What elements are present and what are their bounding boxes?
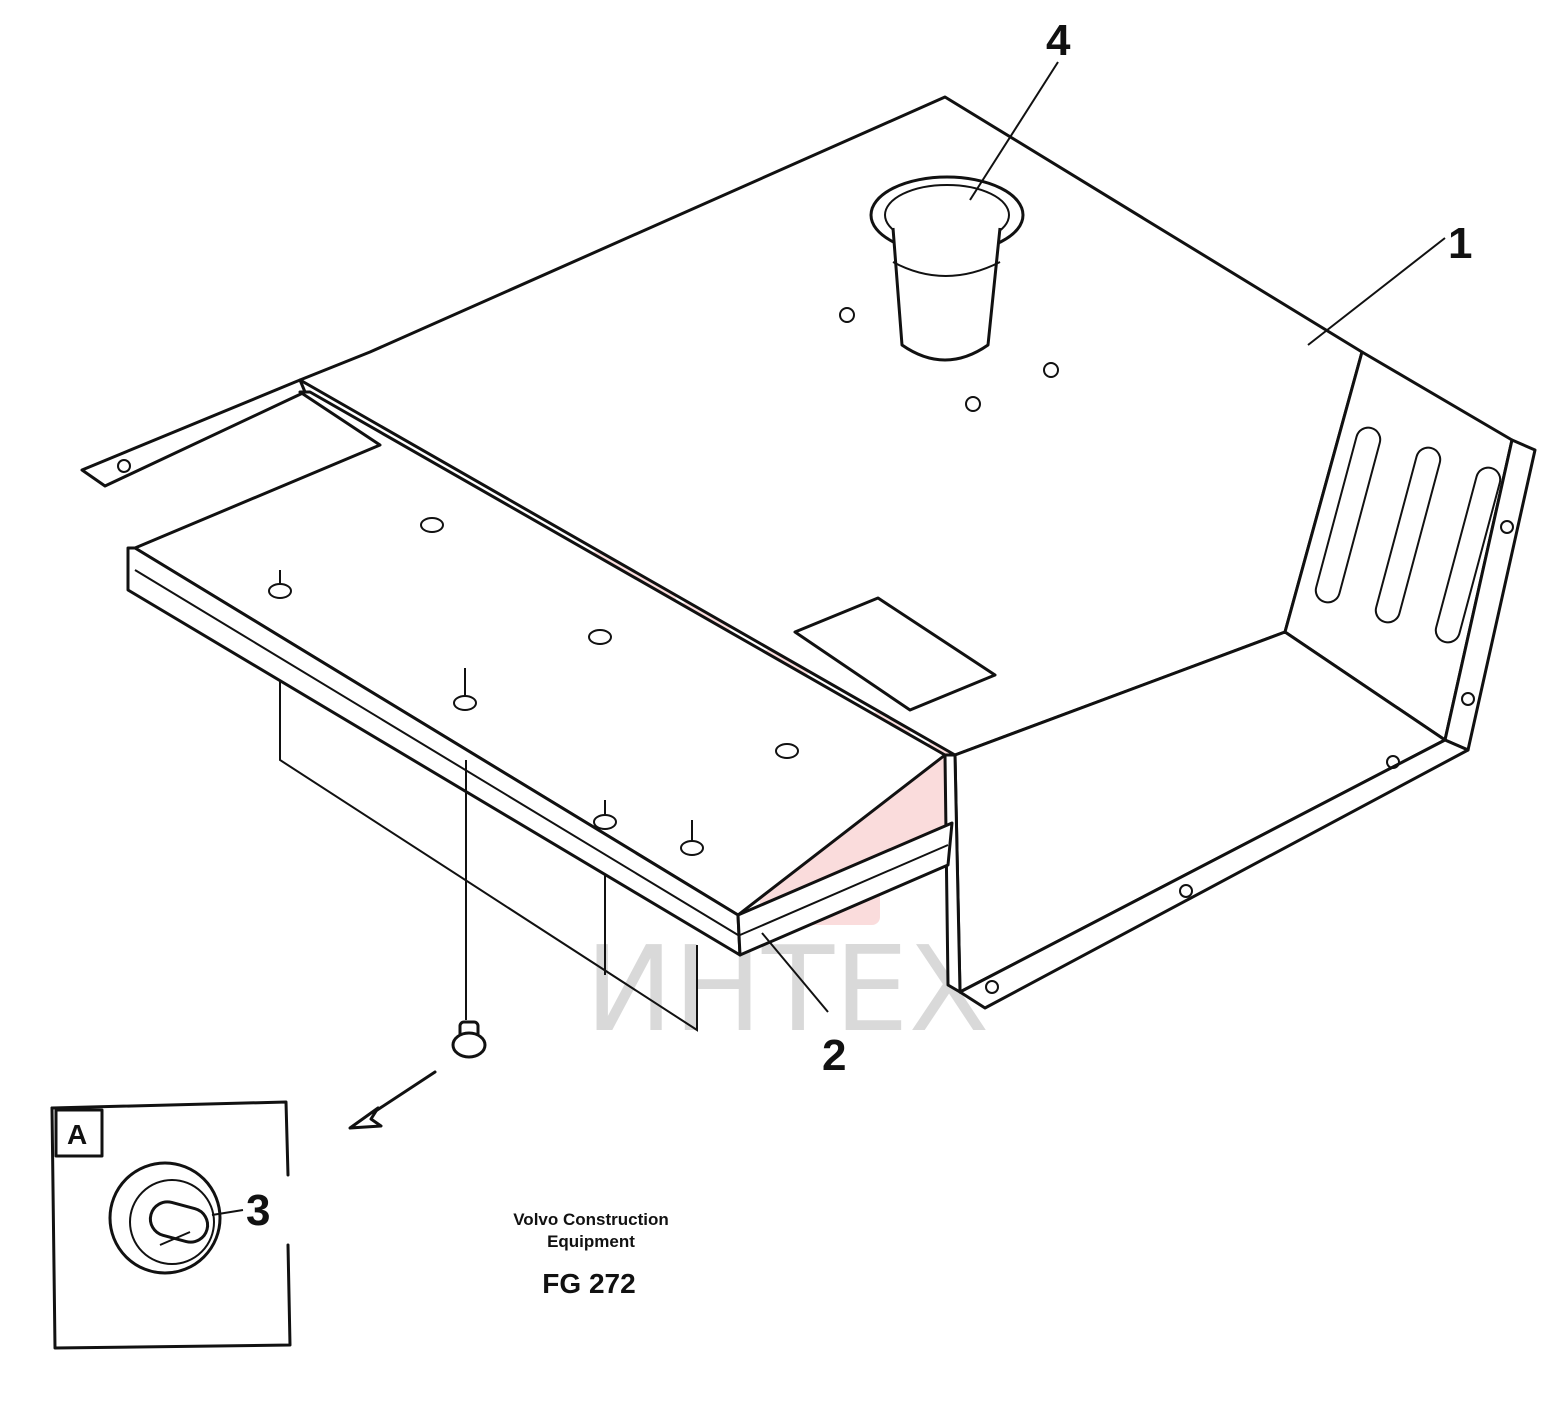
push-fastener	[451, 1020, 487, 1059]
floor-cover-plate	[80, 95, 1537, 1010]
caption-line-1: Volvo Construction	[513, 1210, 669, 1229]
callout-2: 2	[822, 1031, 846, 1080]
leader-lines	[211, 61, 1446, 1216]
callout-1: 1	[1448, 219, 1472, 268]
cup-holder	[869, 175, 1025, 362]
arrow-to-detail	[348, 1070, 437, 1130]
callout-3: 3	[246, 1186, 270, 1235]
detail-view-letter: A	[67, 1119, 87, 1150]
mounting-holes	[268, 307, 1514, 994]
figure-code: FG 272	[542, 1268, 635, 1299]
caption-line-2: Equipment	[547, 1232, 635, 1251]
callout-4: 4	[1046, 16, 1071, 65]
insulation-mat	[126, 390, 997, 1032]
detail-view-a: A	[50, 1100, 292, 1350]
watermark-text: ИНТЕХ	[585, 920, 989, 1058]
